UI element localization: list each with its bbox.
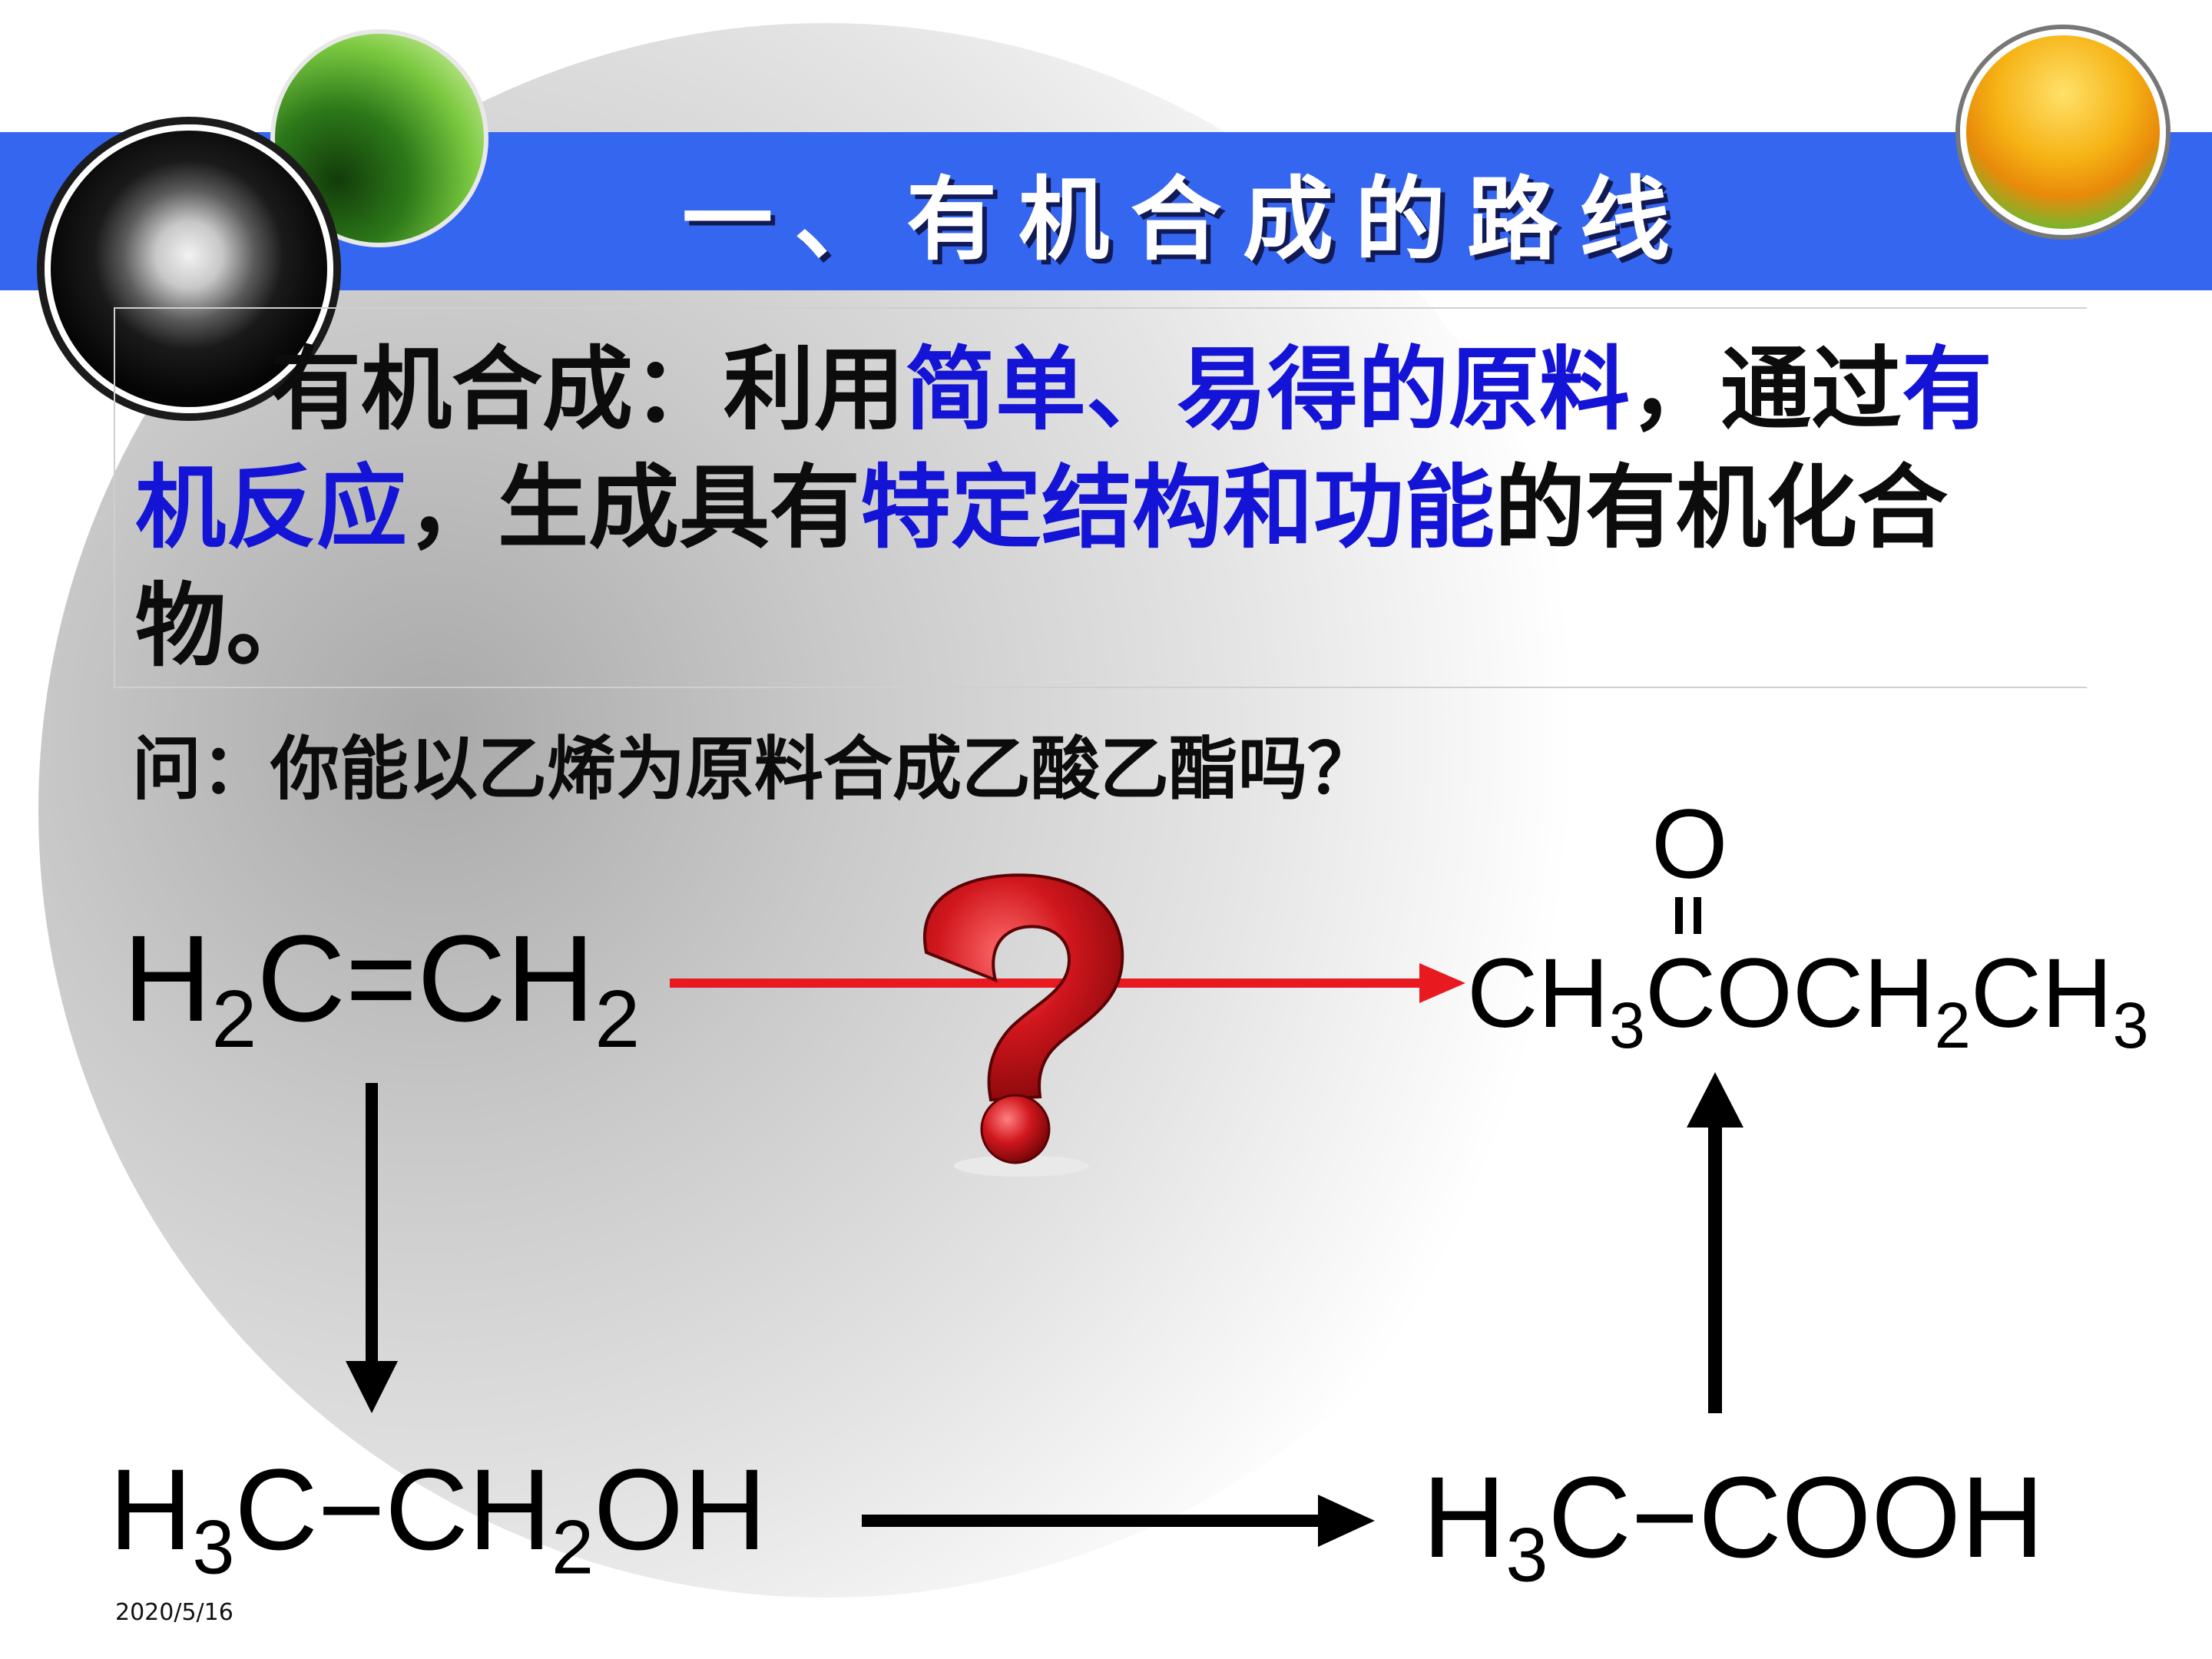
arrow-right — [862, 1495, 1375, 1547]
definition-highlight: 简单、易得的原料 — [905, 336, 1631, 442]
arrow-down — [346, 1083, 398, 1413]
red-arrow — [670, 963, 1465, 1003]
flower-photo — [1960, 29, 2166, 235]
definition-box — [114, 307, 2088, 688]
definition-part: 的有机化合物。 — [135, 455, 1949, 679]
definition-part: 有机合成：利用 — [270, 336, 906, 442]
arrow-up — [1687, 1072, 1743, 1413]
ethyl-acetate-formula: CH3COCH2CH3 — [1467, 939, 2149, 1062]
definition-part: ，生成具有 — [407, 455, 861, 561]
definition-text: 有机合成：利用简单、易得的原料，通过有机反应，生成具有特定结构和功能的有机化合物… — [135, 330, 2040, 685]
dandelion-photo — [45, 124, 333, 413]
carbonyl-double-bond — [1675, 897, 1701, 934]
question-text: 问：你能以乙烯为原料合成乙酸乙酯吗？ — [132, 729, 1376, 810]
question-mark-icon — [923, 873, 1124, 1177]
definition-part: ，通过 — [1630, 336, 1902, 442]
definition-highlight: 特定结构和功能 — [860, 455, 1495, 561]
footer-date: 2020/5/16 — [115, 1599, 233, 1626]
slide-title: 一、有机合成的路线 — [681, 166, 1691, 273]
ethanol-formula: H3C−CH2OH — [109, 1445, 767, 1590]
ethylene-formula: H2C=CH2 — [123, 909, 641, 1065]
definition-highlight: 有机反应 — [135, 336, 1993, 561]
carbonyl-oxygen: O — [1651, 790, 1728, 899]
acetic-acid-formula: H3C−COOH — [1422, 1452, 2045, 1598]
